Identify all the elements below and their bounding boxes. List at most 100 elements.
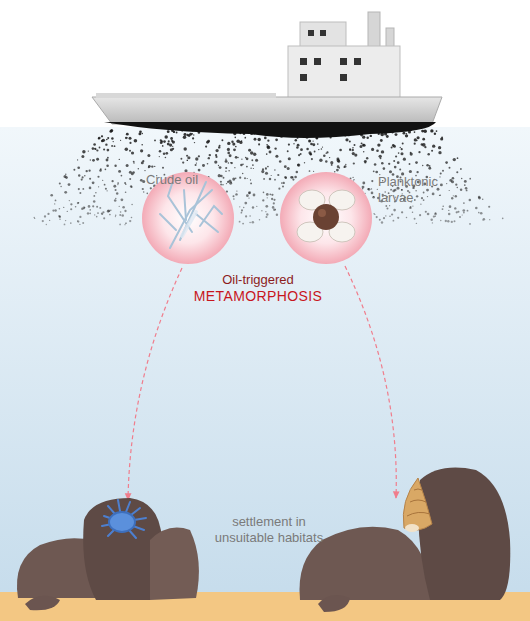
oil-droplet: [248, 149, 251, 152]
oil-droplet: [227, 142, 230, 145]
oil-droplet: [241, 212, 243, 214]
oil-droplet: [281, 182, 283, 184]
oil-droplet: [110, 129, 113, 132]
oil-droplet: [195, 157, 198, 160]
rocks-left: [17, 498, 199, 610]
oil-droplet: [172, 148, 174, 150]
oil-droplet: [455, 184, 457, 186]
oil-droplet: [442, 208, 444, 210]
oil-droplet: [121, 214, 124, 217]
oil-droplet: [77, 159, 78, 160]
oil-droplet: [433, 215, 435, 217]
oil-droplet: [115, 189, 117, 191]
oil-droplet: [130, 185, 132, 187]
oil-droplet: [372, 196, 375, 199]
oil-droplet: [184, 133, 187, 136]
oil-droplet: [401, 211, 403, 213]
oil-droplet: [243, 207, 244, 208]
oil-droplet: [368, 188, 371, 191]
oil-droplet: [439, 195, 440, 196]
oil-droplet: [267, 166, 269, 168]
oil-droplet: [314, 151, 316, 153]
oil-droplet: [104, 184, 106, 186]
oil-droplet: [163, 140, 166, 143]
oil-droplet: [165, 152, 168, 155]
oil-droplet: [374, 163, 377, 166]
oil-droplet: [133, 161, 135, 163]
oil-droplet: [262, 199, 264, 201]
oil-droplet: [267, 145, 270, 148]
oil-droplet: [252, 164, 254, 166]
oil-droplet: [193, 134, 194, 135]
oil-droplet: [251, 159, 253, 161]
oil-droplet: [65, 174, 66, 175]
oil-droplet: [126, 164, 129, 167]
oil-droplet: [96, 216, 98, 218]
oil-droplet: [415, 161, 418, 164]
oil-droplet: [381, 221, 383, 223]
oil-droplet: [42, 220, 44, 222]
oil-droplet: [416, 171, 418, 173]
oil-droplet: [131, 204, 132, 205]
oil-droplet: [295, 139, 297, 141]
oil-droplet: [389, 205, 390, 206]
oil-droplet: [125, 191, 127, 193]
oil-droplet: [59, 183, 61, 185]
oil-droplet: [287, 150, 289, 152]
oil-droplet: [380, 139, 383, 142]
oil-droplet: [220, 181, 222, 183]
oil-droplet: [371, 192, 374, 195]
oil-droplet: [176, 132, 178, 134]
oil-droplet: [432, 145, 435, 148]
oil-droplet: [377, 189, 378, 190]
oil-droplet: [414, 143, 416, 145]
sea-water: [0, 127, 530, 621]
oil-droplet: [114, 199, 117, 202]
oil-droplet: [78, 202, 79, 203]
oil-droplet: [478, 212, 480, 214]
oil-droplet: [371, 188, 372, 189]
oil-droplet: [98, 137, 101, 140]
oil-droplet: [87, 212, 89, 214]
oil-droplet: [171, 140, 173, 142]
oil-droplet: [448, 210, 449, 211]
oil-droplet: [118, 170, 121, 173]
oil-droplet: [129, 137, 132, 140]
oil-droplet: [122, 206, 125, 209]
oil-droplet: [79, 224, 80, 225]
oil-droplet: [480, 212, 483, 215]
oil-droplet: [466, 189, 468, 191]
oil-droplet: [84, 175, 86, 177]
oil-droplet: [326, 151, 328, 153]
oil-droplet: [469, 178, 471, 180]
oil-droplet: [412, 211, 414, 213]
oil-droplet: [187, 160, 188, 161]
oil-droplet: [183, 136, 187, 140]
oil-droplet: [52, 210, 54, 212]
oil-droplet: [59, 219, 61, 221]
oil-droplet: [502, 218, 504, 220]
oil-droplet: [409, 170, 412, 173]
oil-droplet: [406, 133, 408, 135]
oil-droplet: [107, 210, 110, 213]
oil-droplet: [131, 186, 133, 188]
oil-droplet: [478, 197, 481, 200]
oil-droplet: [462, 214, 463, 215]
oil-droplet: [103, 148, 105, 150]
oil-droplet: [430, 129, 433, 132]
oil-droplet: [65, 176, 68, 179]
oil-droplet: [381, 162, 384, 165]
oil-droplet: [271, 198, 273, 200]
oil-droplet: [246, 157, 249, 160]
oil-droplet: [431, 150, 433, 152]
oil-droplet: [309, 170, 311, 172]
oil-droplet: [254, 138, 257, 141]
oil-droplet: [259, 219, 260, 220]
oil-droplet: [298, 154, 300, 156]
oil-droplet: [68, 183, 71, 186]
oil-droplet: [140, 149, 143, 152]
oil-droplet: [92, 147, 95, 150]
oil-droplet: [465, 187, 468, 190]
oil-droplet: [202, 164, 205, 167]
oil-droplet: [106, 164, 109, 167]
